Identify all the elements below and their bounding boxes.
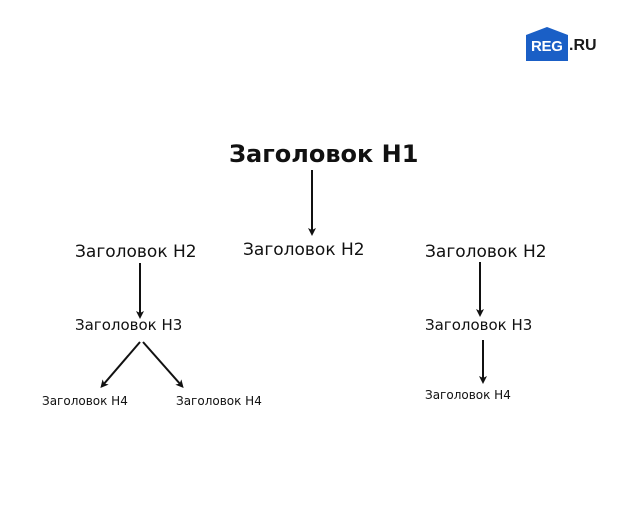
- heading-h4-right: Заголовок H4: [425, 388, 511, 402]
- heading-h4-left-a: Заголовок H4: [42, 394, 128, 408]
- heading-h3-left: Заголовок H3: [75, 316, 183, 334]
- heading-h3-right: Заголовок H3: [425, 316, 533, 334]
- heading-h2-right: Заголовок H2: [425, 242, 547, 262]
- reg-ru-logo: REG .RU: [525, 27, 605, 61]
- heading-h2-center: Заголовок H2: [243, 240, 365, 260]
- heading-h1: Заголовок H1: [229, 140, 419, 168]
- logo-mark: REG: [531, 38, 563, 55]
- house-logo-icon: [526, 27, 568, 61]
- heading-h2-left: Заголовок H2: [75, 242, 197, 262]
- logo-suffix: .RU: [569, 37, 597, 54]
- arrow-h3-left-to-h4-b: [142, 341, 184, 388]
- heading-h4-left-b: Заголовок H4: [176, 394, 262, 408]
- arrow-h3-left-to-h4-a: [100, 341, 141, 389]
